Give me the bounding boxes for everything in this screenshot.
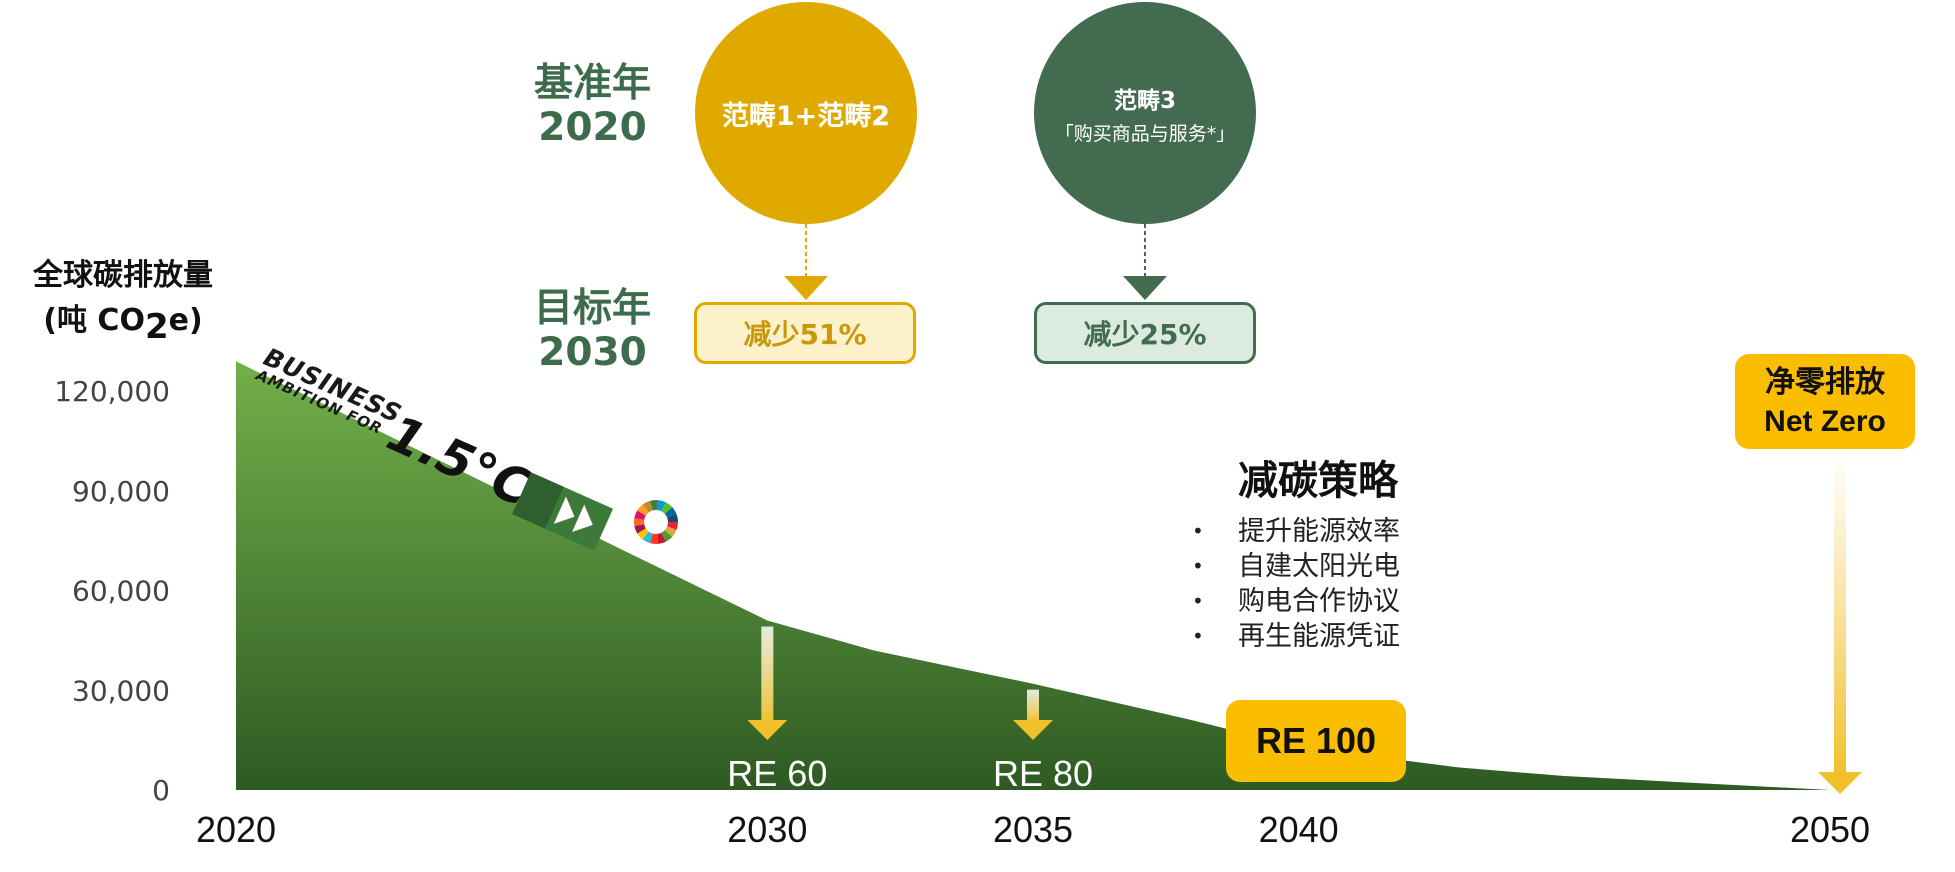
y-tick-label: 120,000 <box>54 375 170 408</box>
strategy-item: • 提升能源效率 <box>1192 514 1498 549</box>
connector-arrow-head <box>784 276 828 300</box>
annotation-arrow-shaft <box>1027 689 1039 722</box>
scope3-title: 范畴3 <box>1113 87 1176 114</box>
scope12-reduction: 减少51% <box>743 318 867 351</box>
scope3-circle: 范畴3 「购买商品与服务*」 <box>1034 2 1256 224</box>
x-tick-label: 2030 <box>727 809 807 850</box>
base-year-value: 2020 <box>538 104 647 150</box>
y-tick-label: 90,000 <box>72 475 170 508</box>
y-tick-label: 60,000 <box>72 575 170 608</box>
x-tick-label: 2040 <box>1259 809 1339 850</box>
strategy-block: 减碳策略 • 提升能源效率 • 自建太阳光电 • 购电合作协议 • 再生能源凭证 <box>1192 448 1498 654</box>
sdg-wheel-icon <box>633 499 678 545</box>
scope3-reduction-box: 减少25% <box>1034 302 1256 364</box>
bullet-icon: • <box>1192 519 1204 543</box>
strategy-item-label: 自建太阳光电 <box>1238 551 1400 582</box>
base-year-block: 基准年 2020 <box>520 62 665 149</box>
re100-label: RE 100 <box>1255 720 1377 761</box>
logo-arrow-icon <box>512 472 614 551</box>
x-tick-label: 2050 <box>1790 809 1870 850</box>
re100-badge: RE 100 <box>1226 700 1406 782</box>
y-axis-label-sub: 2 <box>144 306 169 347</box>
strategy-list: • 提升能源效率 • 自建太阳光电 • 购电合作协议 • 再生能源凭证 <box>1192 514 1498 654</box>
business-ambition-logo: BUSINESS AMBITION FOR 1.5°C <box>253 342 614 551</box>
re-annotation-label: RE 80 <box>993 753 1093 794</box>
strategy-item: • 自建太阳光电 <box>1192 549 1498 584</box>
strategy-item-label: 购电合作协议 <box>1238 586 1400 617</box>
y-axis-label-line2: (吨 CO2e) <box>18 297 228 347</box>
y-tick-label: 0 <box>152 774 170 807</box>
x-tick-label: 2020 <box>196 809 276 850</box>
bullet-icon: • <box>1192 589 1204 613</box>
net-zero-label-zh: 净零排放 <box>1765 365 1885 399</box>
y-axis-label-line1: 全球碳排放量 <box>33 258 213 293</box>
target-year-label: 目标年 <box>533 286 651 331</box>
strategy-title: 减碳策略 <box>1238 458 1398 504</box>
annotation-arrow-shaft <box>761 626 774 722</box>
strategy-item: • 再生能源凭证 <box>1192 619 1498 654</box>
net-zero-arrow-shaft <box>1834 452 1846 772</box>
scope12-circle: 范畴1+范畴2 <box>695 2 917 224</box>
bullet-icon: • <box>1192 554 1204 578</box>
annotation-arrow-head <box>1013 720 1053 740</box>
strategy-item: • 购电合作协议 <box>1192 584 1498 619</box>
scope12-title: 范畴1+范畴2 <box>721 100 891 132</box>
emissions-area <box>236 361 1830 790</box>
y-axis-label-prefix: (吨 CO <box>43 302 145 338</box>
bullet-icon: • <box>1192 624 1204 648</box>
scope3-subtitle: 「购买商品与服务*」 <box>1054 122 1236 145</box>
scope3-reduction: 减少25% <box>1083 318 1207 351</box>
target-year-block: 目标年 2030 <box>520 287 665 374</box>
connector-arrow-head <box>1123 276 1167 300</box>
strategy-item-label: 再生能源凭证 <box>1238 621 1400 652</box>
scope12-reduction-box: 减少51% <box>694 302 916 364</box>
target-year-value: 2030 <box>538 329 647 375</box>
net-zero-label-en: Net Zero <box>1764 404 1886 438</box>
re-annotation-label: RE 60 <box>727 753 827 794</box>
base-year-label: 基准年 <box>533 61 651 106</box>
net-zero-arrow-head <box>1818 772 1862 794</box>
y-axis-label: 全球碳排放量 (吨 CO2e) <box>18 256 228 347</box>
y-tick-label: 30,000 <box>72 674 170 707</box>
annotation-arrow-head <box>747 720 788 740</box>
y-axis-label-suffix: e) <box>168 302 203 338</box>
net-zero-badge: 净零排放 Net Zero <box>1735 354 1915 449</box>
strategy-item-label: 提升能源效率 <box>1238 516 1400 547</box>
x-tick-label: 2035 <box>993 809 1073 850</box>
